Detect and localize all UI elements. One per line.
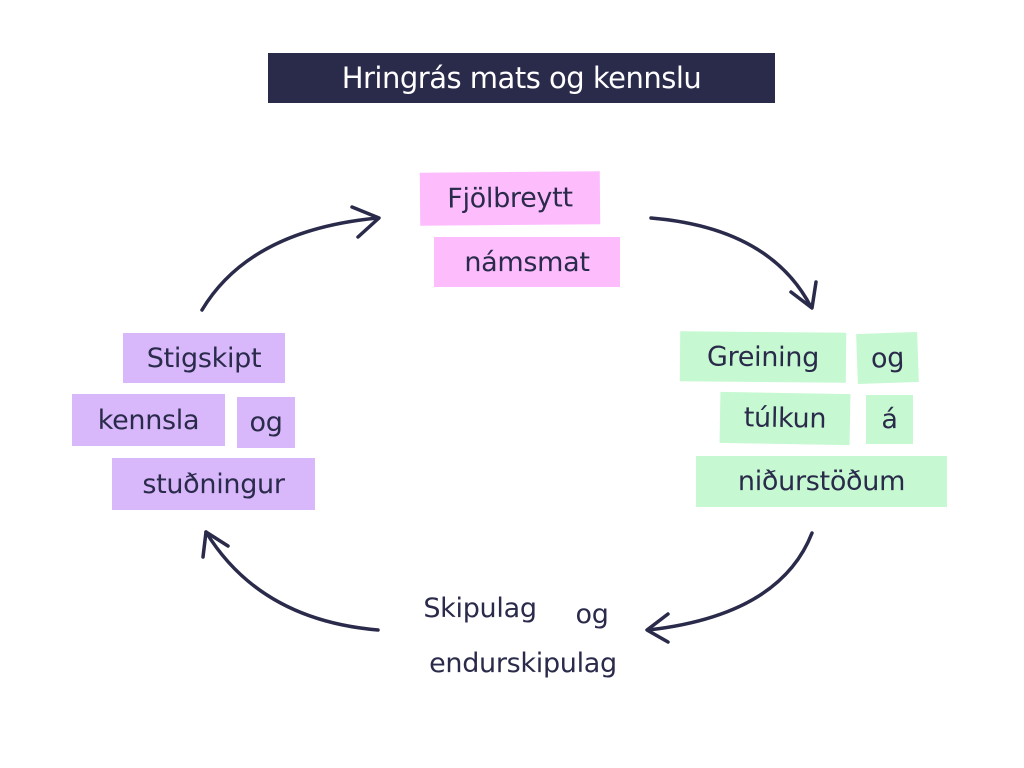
- node-planning-word: endurskipulag: [429, 647, 617, 679]
- node-teaching-word: Stigskipt: [123, 333, 285, 383]
- node-teaching-word: kennsla: [72, 394, 225, 446]
- node-analysis-word: Greining: [679, 331, 847, 383]
- arrow-assessment-to-analysis: [649, 216, 818, 310]
- node-planning-word: og: [575, 598, 609, 630]
- node-analysis-word: á: [866, 395, 913, 444]
- node-assessment-word: Fjölbreytt: [419, 171, 601, 226]
- node-analysis-word: niðurstöðum: [696, 456, 947, 507]
- node-analysis-word: túlkun: [719, 391, 851, 446]
- arrow-analysis-to-planning: [645, 531, 814, 644]
- node-teaching-word: stuðningur: [112, 458, 315, 510]
- arrow-teaching-to-assessment: [200, 205, 381, 312]
- node-assessment-word: námsmat: [434, 237, 620, 287]
- diagram-title: Hringrás mats og kennslu: [268, 53, 775, 103]
- node-teaching-word: og: [237, 397, 295, 448]
- node-planning-word: Skipulag: [423, 592, 537, 624]
- arrow-planning-to-teaching: [201, 530, 380, 632]
- node-analysis-word: og: [856, 331, 919, 385]
